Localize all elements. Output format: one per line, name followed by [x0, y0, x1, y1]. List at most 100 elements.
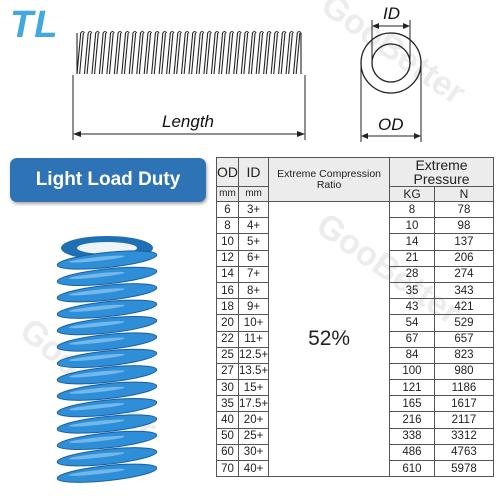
cell-n: 274 [433, 265, 495, 283]
cell-kg: 21 [389, 249, 435, 267]
header-n-unit: N [433, 186, 495, 202]
cell-kg: 8 [389, 200, 435, 219]
coil-turn [270, 30, 280, 75]
cell-id: 8+ [237, 281, 270, 300]
coil-turn [225, 30, 235, 75]
cell-kg: 28 [389, 265, 435, 283]
cell-od: 40 [216, 411, 239, 429]
cell-id: 6+ [237, 249, 270, 267]
spring-end-wire [390, 32, 416, 46]
spring-coil-highlight [68, 271, 125, 279]
coil-turn [173, 30, 182, 75]
spring-end-inner [371, 43, 411, 83]
cell-od: 35 [216, 395, 239, 413]
cell-n: 98 [433, 217, 495, 235]
spring-coil-highlight [68, 403, 125, 411]
cell-id: 5+ [237, 233, 270, 251]
cell-od: 30 [216, 379, 239, 397]
spring-dimension-diagram [72, 20, 422, 142]
cell-id: 3+ [237, 200, 270, 219]
cell-n: 421 [433, 298, 495, 316]
header-kg-unit: KG [389, 186, 435, 202]
header-ratio: Extreme Compression Ratio [268, 157, 391, 202]
cell-kg: 165 [389, 395, 435, 413]
coil-turn [263, 30, 272, 75]
cell-kg: 216 [389, 411, 435, 429]
spring-coil-highlight [68, 321, 125, 329]
coil-turn [292, 30, 302, 75]
header-od: OD [216, 157, 239, 187]
cell-id: 13.5+ [237, 362, 270, 381]
coil-turn [180, 30, 190, 75]
spring-coil [56, 397, 158, 418]
cell-od: 8 [216, 217, 239, 235]
blue-spring-image [56, 236, 158, 483]
cell-id: 20+ [237, 411, 270, 429]
cell-kg: 338 [389, 427, 435, 445]
cell-n: 2117 [433, 411, 495, 429]
coil-turn [83, 30, 93, 75]
cell-od: 14 [216, 265, 239, 283]
cell-kg: 100 [389, 362, 435, 381]
cell-n: 5978 [433, 459, 495, 478]
cell-n: 529 [433, 314, 495, 332]
cell-n: 823 [433, 346, 495, 364]
header-id: ID [237, 157, 270, 187]
cell-kg: 10 [389, 217, 435, 235]
spring-coil [56, 414, 158, 434]
od-arrow-left [361, 133, 368, 139]
cell-id: 7+ [237, 265, 270, 283]
spring-coil [56, 365, 158, 385]
spring-coil-highlight [68, 468, 125, 476]
spring-coil-highlight [68, 452, 125, 460]
coil-turn [240, 30, 250, 75]
spring-coil [56, 463, 158, 483]
coil-turn [106, 30, 115, 75]
id-label: ID [383, 4, 400, 23]
coil-turn [278, 30, 287, 75]
cell-od: 6 [216, 200, 239, 219]
cell-id: 10+ [237, 314, 270, 332]
cell-n: 78 [433, 200, 495, 219]
coil-turn [188, 30, 197, 75]
cell-n: 980 [433, 362, 495, 381]
spring-coil-highlight [68, 419, 125, 427]
od-arrow-right [414, 133, 421, 139]
cell-od: 10 [216, 233, 239, 251]
cell-n: 3312 [433, 427, 495, 445]
cell-od: 18 [216, 298, 239, 316]
spring-coil-highlight [68, 353, 125, 361]
cell-kg: 84 [389, 346, 435, 364]
spring-coil [56, 299, 158, 319]
brand-logo: TL [10, 4, 59, 46]
coil-turn [121, 30, 130, 75]
coil-turn [76, 30, 85, 75]
spec-table: OD ID Extreme Compression Ratio Extreme … [216, 157, 495, 478]
cell-od: 70 [216, 459, 239, 478]
spring-coil-highlight [68, 304, 125, 312]
spring-coil-highlight [68, 337, 125, 345]
spring-coil-highlight [68, 255, 125, 263]
spring-side-view [76, 30, 302, 75]
cell-id: 15+ [237, 379, 270, 397]
cell-kg: 121 [389, 379, 435, 397]
cell-kg: 35 [389, 281, 435, 300]
header-od-unit: mm [216, 186, 239, 202]
cell-kg: 14 [389, 233, 435, 251]
coil-turn [143, 30, 153, 75]
cell-n: 1186 [433, 379, 495, 397]
cell-kg: 486 [389, 443, 435, 462]
coil-turn [218, 30, 227, 75]
spring-coil [56, 315, 158, 336]
coil-turn [255, 30, 265, 75]
cell-id: 12.5+ [237, 346, 270, 364]
spring-coil [56, 381, 158, 401]
